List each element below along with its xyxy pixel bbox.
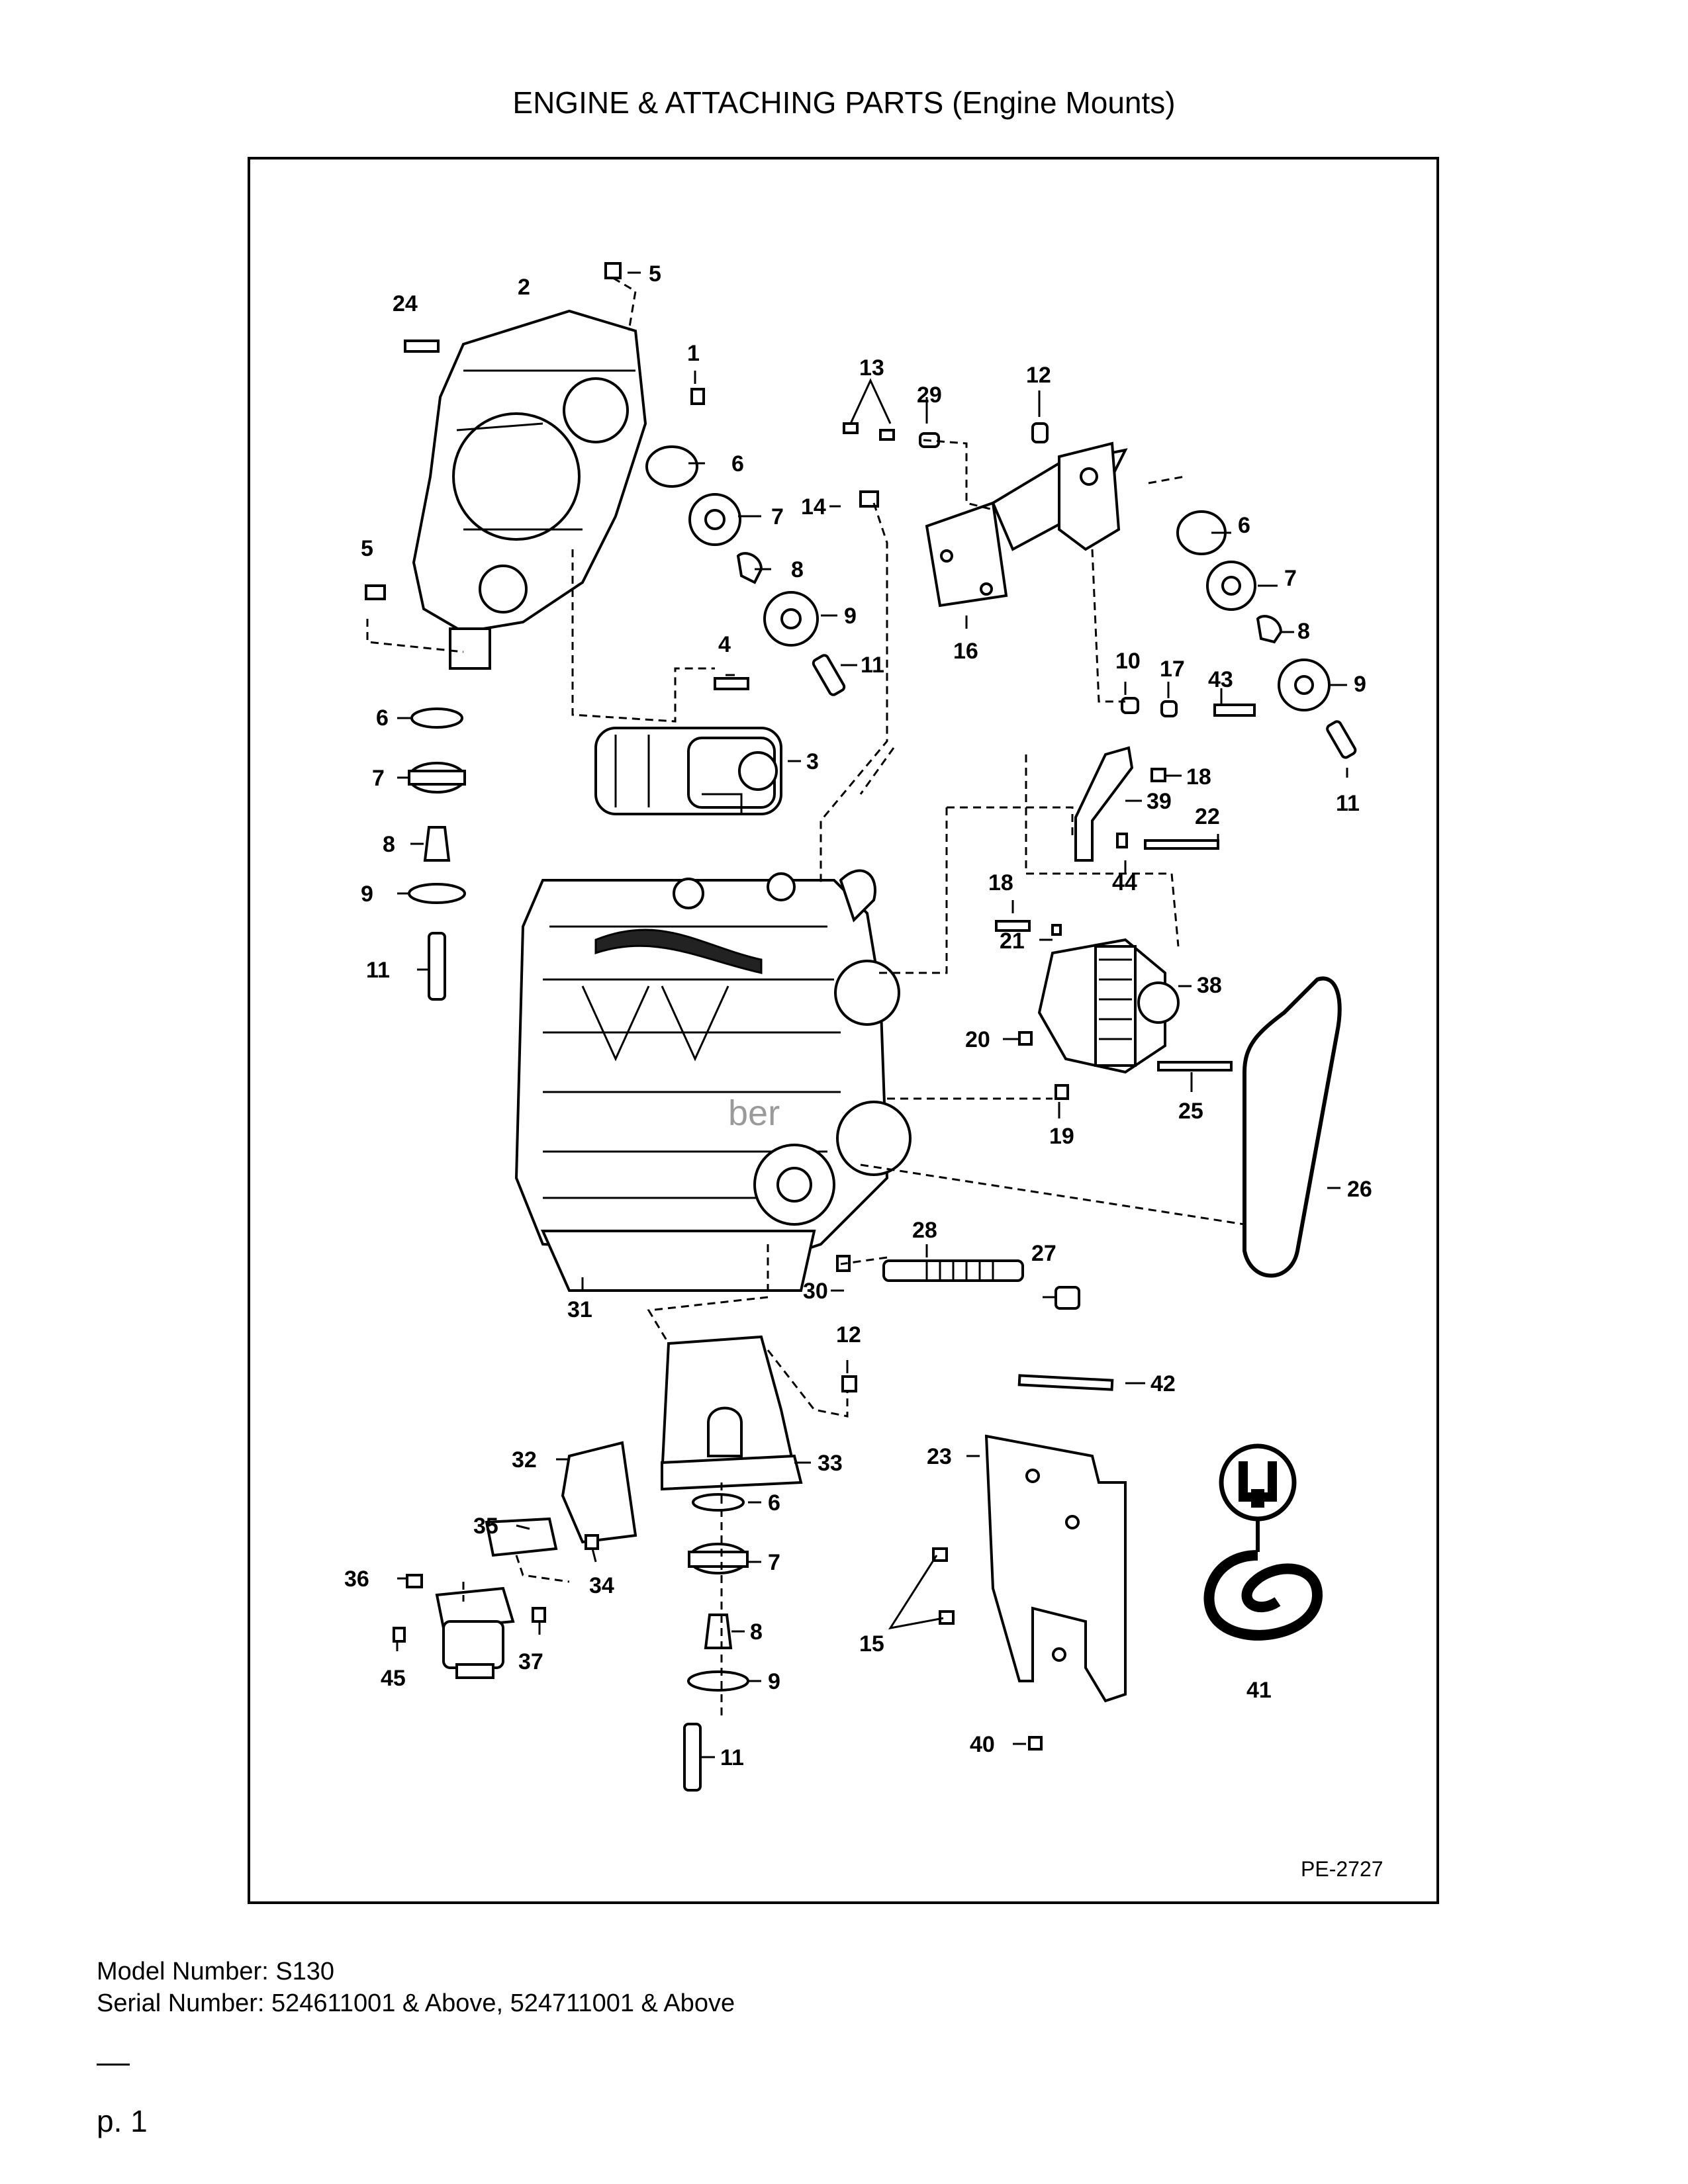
diagram-code: PE-2727 <box>1301 1857 1383 1881</box>
callout-8-right: 8 <box>1297 619 1310 644</box>
callout-24: 24 <box>393 291 418 316</box>
callout-19: 19 <box>1049 1124 1074 1149</box>
callout-12-lower: 12 <box>836 1322 861 1347</box>
callout-13: 13 <box>859 355 884 381</box>
callout-33: 33 <box>818 1451 843 1476</box>
engine-mount-bracket-lower <box>660 1335 803 1491</box>
callout-7-left: 7 <box>372 766 385 791</box>
callout-6-left: 6 <box>376 705 389 731</box>
tensioner-shaft <box>882 1259 1080 1310</box>
callout-16: 16 <box>953 639 978 664</box>
callout-4: 4 <box>718 632 731 657</box>
alternator-bracket <box>1074 746 1134 862</box>
alternator <box>1037 938 1180 1074</box>
callout-18-upper: 18 <box>1186 764 1211 790</box>
callout-27: 27 <box>1031 1241 1056 1266</box>
callout-9-lower: 9 <box>768 1669 780 1694</box>
watermark-text: ber <box>728 1093 780 1133</box>
callout-1: 1 <box>687 341 700 366</box>
callout-6-right: 6 <box>1238 513 1250 538</box>
callout-44: 44 <box>1112 870 1137 895</box>
callout-12-top: 12 <box>1026 363 1051 388</box>
callout-labels: 5 24 2 1 6 7 8 9 11 4 3 5 6 7 8 9 11 13 … <box>344 261 1372 1770</box>
callout-3: 3 <box>806 749 819 774</box>
callout-29: 29 <box>917 383 942 408</box>
spacer-bar <box>1017 1374 1114 1391</box>
callout-7-lower: 7 <box>768 1550 780 1575</box>
callout-42: 42 <box>1150 1371 1176 1396</box>
wire-harness-icon <box>1203 1443 1323 1641</box>
fasteners <box>365 262 1256 1751</box>
callout-37: 37 <box>518 1649 543 1674</box>
page-title: ENGINE & ATTACHING PARTS (Engine Mounts) <box>512 85 1176 120</box>
callout-5-top: 5 <box>649 261 661 287</box>
callout-21: 21 <box>1000 929 1025 954</box>
callout-22: 22 <box>1195 804 1220 829</box>
mount-stack-left <box>408 707 466 1001</box>
engine-mount-bracket-upper <box>925 441 1128 608</box>
flywheel-housing <box>412 309 647 670</box>
starter-motor <box>594 727 782 815</box>
callout-6-upper: 6 <box>731 451 744 477</box>
callout-38: 38 <box>1197 973 1222 998</box>
callout-17: 17 <box>1160 657 1185 682</box>
mount-stack-right <box>1176 510 1357 759</box>
callout-11-left: 11 <box>366 958 390 983</box>
callout-11-right: 11 <box>1336 791 1360 816</box>
callout-8-left: 8 <box>383 832 395 857</box>
callout-25: 25 <box>1178 1099 1203 1124</box>
callout-9-upper: 9 <box>844 604 857 629</box>
callout-23: 23 <box>927 1444 952 1469</box>
footer: Model Number: S130 Serial Number: 524611… <box>97 1956 735 2019</box>
fuel-filter-assembly <box>435 1517 558 1679</box>
callout-31: 31 <box>567 1297 592 1322</box>
callout-8-lower: 8 <box>750 1619 763 1645</box>
serial-number: Serial Number: 524611001 & Above, 524711… <box>97 1989 735 2017</box>
mount-plate <box>561 1441 637 1544</box>
callout-6-lower: 6 <box>768 1490 780 1516</box>
fan-belt <box>1243 976 1342 1278</box>
mount-stack-lower <box>683 1493 749 1792</box>
callout-36: 36 <box>344 1567 369 1592</box>
callout-43: 43 <box>1208 667 1233 692</box>
leader-lines <box>396 271 1348 1758</box>
engine-block <box>514 869 912 1292</box>
assembly-lines <box>366 277 1245 1721</box>
callout-30: 30 <box>803 1279 828 1304</box>
callout-7-upper: 7 <box>771 504 784 529</box>
callout-41: 41 <box>1246 1678 1272 1703</box>
callout-28: 28 <box>912 1218 937 1243</box>
callout-15: 15 <box>859 1631 884 1657</box>
callout-20: 20 <box>965 1027 990 1052</box>
model-number: Model Number: S130 <box>97 1958 335 1985</box>
callout-45: 45 <box>381 1666 406 1691</box>
callout-7-right: 7 <box>1284 566 1297 591</box>
callout-9-right: 9 <box>1354 672 1366 697</box>
page-divider <box>97 2064 130 2066</box>
diagram-frame <box>248 157 1439 1904</box>
callout-9-left: 9 <box>361 882 373 907</box>
callout-14: 14 <box>801 494 826 520</box>
page-number: p. 1 <box>97 2104 148 2138</box>
mount-stack-upper-center <box>645 445 846 696</box>
callout-5-left: 5 <box>361 536 373 561</box>
callout-10: 10 <box>1115 649 1141 674</box>
callout-11-lower: 11 <box>720 1745 744 1770</box>
callout-2: 2 <box>518 275 530 300</box>
side-bracket-plate <box>984 1434 1127 1703</box>
callout-34: 34 <box>589 1573 614 1598</box>
callout-26: 26 <box>1347 1177 1372 1202</box>
callout-35: 35 <box>473 1514 498 1539</box>
callout-39: 39 <box>1147 789 1172 814</box>
callout-11-upper: 11 <box>861 653 884 678</box>
callout-32: 32 <box>512 1447 537 1473</box>
callout-18-lower: 18 <box>988 870 1013 895</box>
callout-8-upper: 8 <box>791 557 804 582</box>
callout-40: 40 <box>970 1732 995 1757</box>
